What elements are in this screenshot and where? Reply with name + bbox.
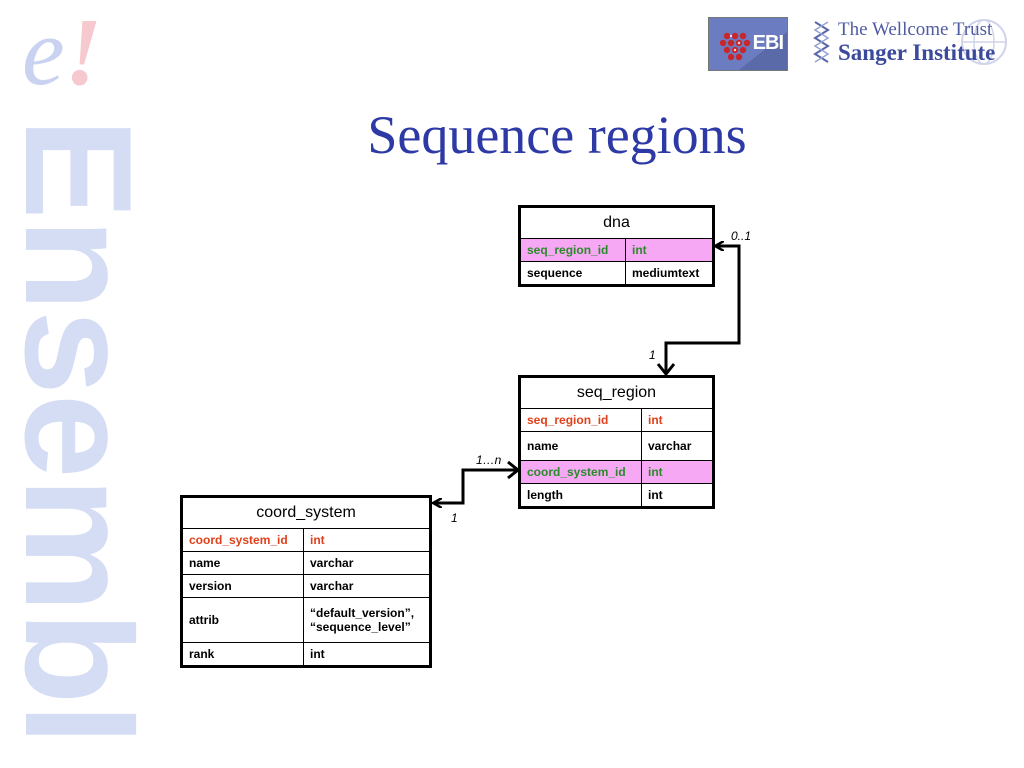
sanger-logo-line2: Sanger Institute — [838, 40, 996, 65]
field-type-line1: “default_version”, — [310, 606, 415, 620]
table-row: seq_region_id int — [519, 238, 714, 262]
table-row: length int — [519, 483, 714, 508]
sanger-logo: The Wellcome Trust Sanger Institute — [812, 18, 1012, 68]
connector-dna-seq-region-start-arrow — [656, 363, 676, 377]
cardinality-seq-region-left: 1…n — [476, 453, 502, 467]
slide-title: Sequence regions — [367, 105, 747, 165]
table-dna-title: dna — [519, 206, 714, 239]
field-name: coord_system_id — [181, 528, 304, 552]
ensembl-sidebar: e! Ensembl — [0, 0, 163, 768]
ebi-globe-icon — [709, 18, 787, 70]
field-name: sequence — [519, 261, 626, 286]
table-row: version varchar — [181, 574, 431, 598]
table-row: name varchar — [181, 551, 431, 575]
field-type: mediumtext — [625, 261, 714, 286]
cardinality-seq-region-top: 1 — [649, 348, 656, 362]
table-row: coord_system_id int — [519, 460, 714, 484]
field-type: int — [641, 483, 714, 508]
dna-helix-icon — [813, 21, 830, 63]
field-name: name — [519, 431, 642, 461]
table-coord-system: coord_system coord_system_id int name va… — [180, 495, 432, 668]
sanger-logo-line1: The Wellcome Trust — [838, 19, 993, 40]
field-type: varchar — [303, 551, 431, 575]
table-dna: dna seq_region_id int sequence mediumtex… — [518, 205, 715, 287]
field-name: seq_region_id — [519, 238, 626, 262]
cardinality-coord-system-end: 1 — [451, 511, 458, 525]
field-name: coord_system_id — [519, 460, 642, 484]
field-type: varchar — [303, 574, 431, 598]
field-type: int — [641, 460, 714, 484]
globe-watermark-icon — [961, 19, 1007, 65]
field-name: rank — [181, 642, 304, 667]
field-type-line2: “sequence_level” — [310, 620, 411, 634]
table-seq-region-title: seq_region — [519, 376, 714, 409]
ebi-logo: EBI — [708, 17, 788, 71]
field-type: int — [625, 238, 714, 262]
ebi-logo-text: EBI — [752, 32, 784, 54]
table-row: name varchar — [519, 431, 714, 461]
table-seq-region: seq_region seq_region_id int name varcha… — [518, 375, 715, 509]
table-row: sequence mediumtext — [519, 261, 714, 286]
field-type: int — [641, 408, 714, 432]
field-type: int — [303, 528, 431, 552]
field-name: version — [181, 574, 304, 598]
field-name: name — [181, 551, 304, 575]
table-row: rank int — [181, 642, 431, 667]
connector-seq-region-coord-system — [434, 468, 516, 503]
field-type: “default_version”,“sequence_level” — [303, 597, 431, 643]
field-name: length — [519, 483, 642, 508]
field-type: int — [303, 642, 431, 667]
cardinality-dna-end: 0..1 — [731, 229, 752, 243]
field-name: attrib — [181, 597, 304, 643]
table-row: attrib “default_version”,“sequence_level… — [181, 597, 431, 643]
field-type: varchar — [641, 431, 714, 461]
table-coord-system-title: coord_system — [181, 496, 431, 529]
table-row: coord_system_id int — [181, 528, 431, 552]
ensembl-logo: e! — [22, 0, 102, 105]
table-row: seq_region_id int — [519, 408, 714, 432]
field-name: seq_region_id — [519, 408, 642, 432]
connector-dna-seq-region — [664, 246, 741, 372]
